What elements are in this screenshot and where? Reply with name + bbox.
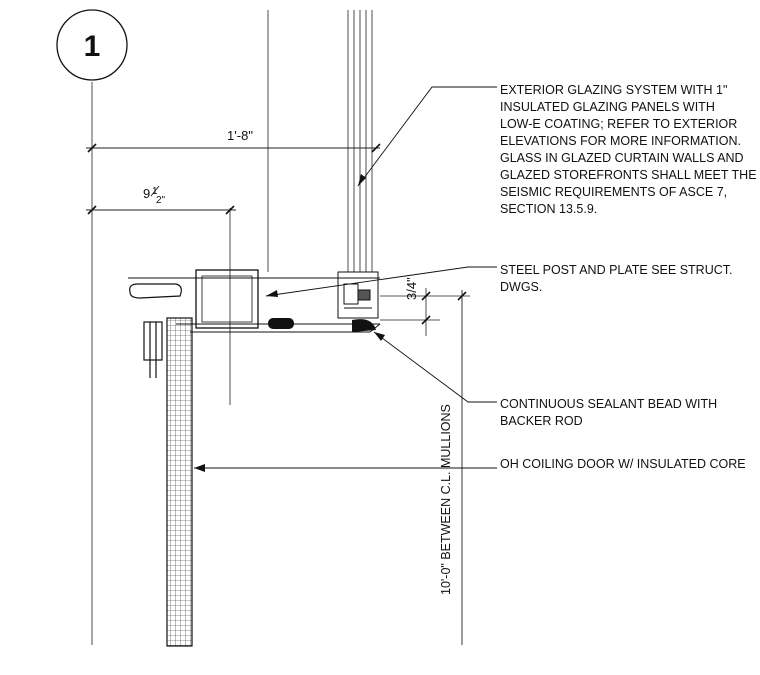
dimension-offset-frac-den: 2" bbox=[156, 195, 166, 206]
leader-lines bbox=[194, 86, 497, 469]
dimension-offset-whole: 9 bbox=[143, 186, 150, 201]
detail-number: 1 bbox=[84, 30, 101, 63]
glazing-mullion bbox=[337, 271, 379, 319]
sealant-beads bbox=[268, 318, 376, 332]
note-steel-post-line-2: DWGS. bbox=[500, 280, 542, 294]
dimension-gap-frac-den: 4" bbox=[404, 277, 419, 289]
leader-glazing bbox=[357, 86, 497, 187]
note-glazing-line-7: SEISMIC REQUIREMENTS OF ASCE 7, bbox=[500, 185, 727, 199]
note-steel-post-line-1: STEEL POST AND PLATE SEE STRUCT. bbox=[500, 263, 732, 277]
leader-arrowheads bbox=[194, 174, 385, 472]
dimension-offset: 9 1 2" bbox=[86, 185, 236, 215]
head-plate bbox=[128, 277, 381, 333]
note-sealant-line-1: CONTINUOUS SEALANT BEAD WITH bbox=[500, 397, 717, 411]
leader-steel-post bbox=[265, 266, 497, 297]
note-door: OH COILING DOOR W/ INSULATED CORE bbox=[500, 457, 746, 471]
dimension-overall-depth: 1'-8" bbox=[86, 128, 381, 153]
dimension-gap-whole: 3 bbox=[404, 293, 419, 300]
note-glazing-line-6: GLAZED STOREFRONTS SHALL MEET THE bbox=[500, 168, 757, 182]
note-glazing: EXTERIOR GLAZING SYSTEM WITH 1" INSULATE… bbox=[500, 83, 760, 216]
extension-lines bbox=[91, 10, 373, 645]
detail-tag: 1 bbox=[56, 9, 128, 81]
coiling-door-panel bbox=[166, 317, 193, 647]
note-steel-post: STEEL POST AND PLATE SEE STRUCT. DWGS. bbox=[500, 263, 736, 294]
note-sealant-line-2: BACKER ROD bbox=[500, 414, 583, 428]
dimension-gap-label: 3/4" bbox=[404, 277, 419, 300]
dimension-gap-frac-num: / bbox=[404, 289, 419, 293]
note-glazing-line-3: LOW-E COATING; REFER TO EXTERIOR bbox=[500, 117, 737, 131]
detail-tag-circle bbox=[56, 9, 128, 81]
note-glazing-line-8: SECTION 13.5.9. bbox=[500, 202, 597, 216]
dimension-gap: 3/4" bbox=[380, 277, 470, 336]
note-glazing-line-2: INSULATED GLAZING PANELS WITH bbox=[500, 100, 715, 114]
dimension-mullion-span-label: 10'-0" BETWEEN C.L. MULLIONS bbox=[439, 404, 453, 595]
note-glazing-line-5: GLASS IN GLAZED CURTAIN WALLS AND bbox=[500, 151, 744, 165]
door-head bbox=[129, 283, 182, 378]
note-glazing-line-4: ELEVATIONS FOR MORE INFORMATION. bbox=[500, 134, 741, 148]
leader-sealant bbox=[373, 331, 497, 403]
steel-post bbox=[195, 269, 259, 329]
dimension-overall-depth-label: 1'-8" bbox=[227, 128, 253, 143]
note-glazing-line-1: EXTERIOR GLAZING SYSTEM WITH 1" bbox=[500, 83, 727, 97]
dimension-mullion-span: 10'-0" BETWEEN C.L. MULLIONS bbox=[439, 290, 467, 645]
note-door-line-1: OH COILING DOOR W/ INSULATED CORE bbox=[500, 457, 746, 471]
note-sealant: CONTINUOUS SEALANT BEAD WITH BACKER ROD bbox=[500, 397, 721, 428]
